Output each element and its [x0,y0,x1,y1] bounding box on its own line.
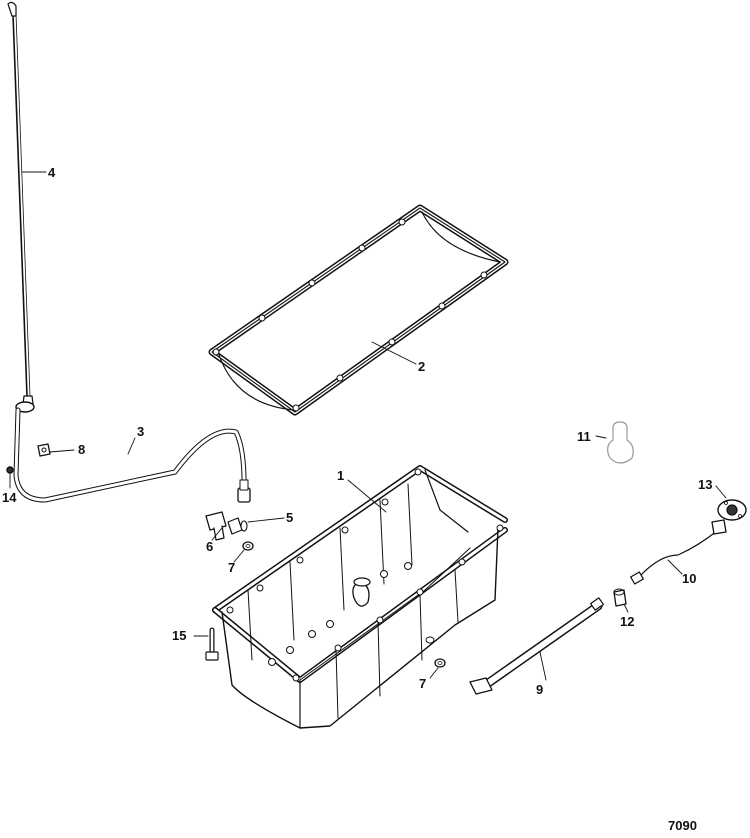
tube-screw [6,466,14,474]
callout-7-upper: 7 [228,560,235,575]
connector-fitting [227,517,248,535]
leader-lines [9,171,727,681]
callout-7-lower: 7 [419,676,426,691]
oil-level-sensor [630,519,727,585]
callout-15: 15 [172,628,186,643]
keyhole-tag [607,421,634,464]
drain-plug [613,588,627,607]
callout-4: 4 [48,165,56,180]
callout-10: 10 [682,571,696,586]
callout-13: 13 [698,477,712,492]
oil-pan-gasket [208,204,509,416]
callout-2: 2 [418,359,425,374]
sealing-washer-upper [242,541,254,551]
sealing-washer-lower [434,658,446,668]
callout-14: 14 [2,490,17,505]
figure-number: 7090 [668,818,697,833]
oil-pan-bolt [205,627,219,661]
callout-3: 3 [137,424,144,439]
callout-12: 12 [620,614,634,629]
elbow-fitting [205,511,227,541]
dipstick [7,1,34,405]
callout-8: 8 [78,442,85,457]
tube-clip [37,443,51,457]
callout-6: 6 [206,539,213,554]
drain-tube [469,597,604,695]
dipstick-tube [13,401,251,503]
callout-1: 1 [337,468,344,483]
oil-pan [212,465,508,729]
callout-5: 5 [286,510,293,525]
callout-11: 11 [577,429,591,444]
callout-9: 9 [536,682,543,697]
sensor-mount-plate [717,499,747,521]
